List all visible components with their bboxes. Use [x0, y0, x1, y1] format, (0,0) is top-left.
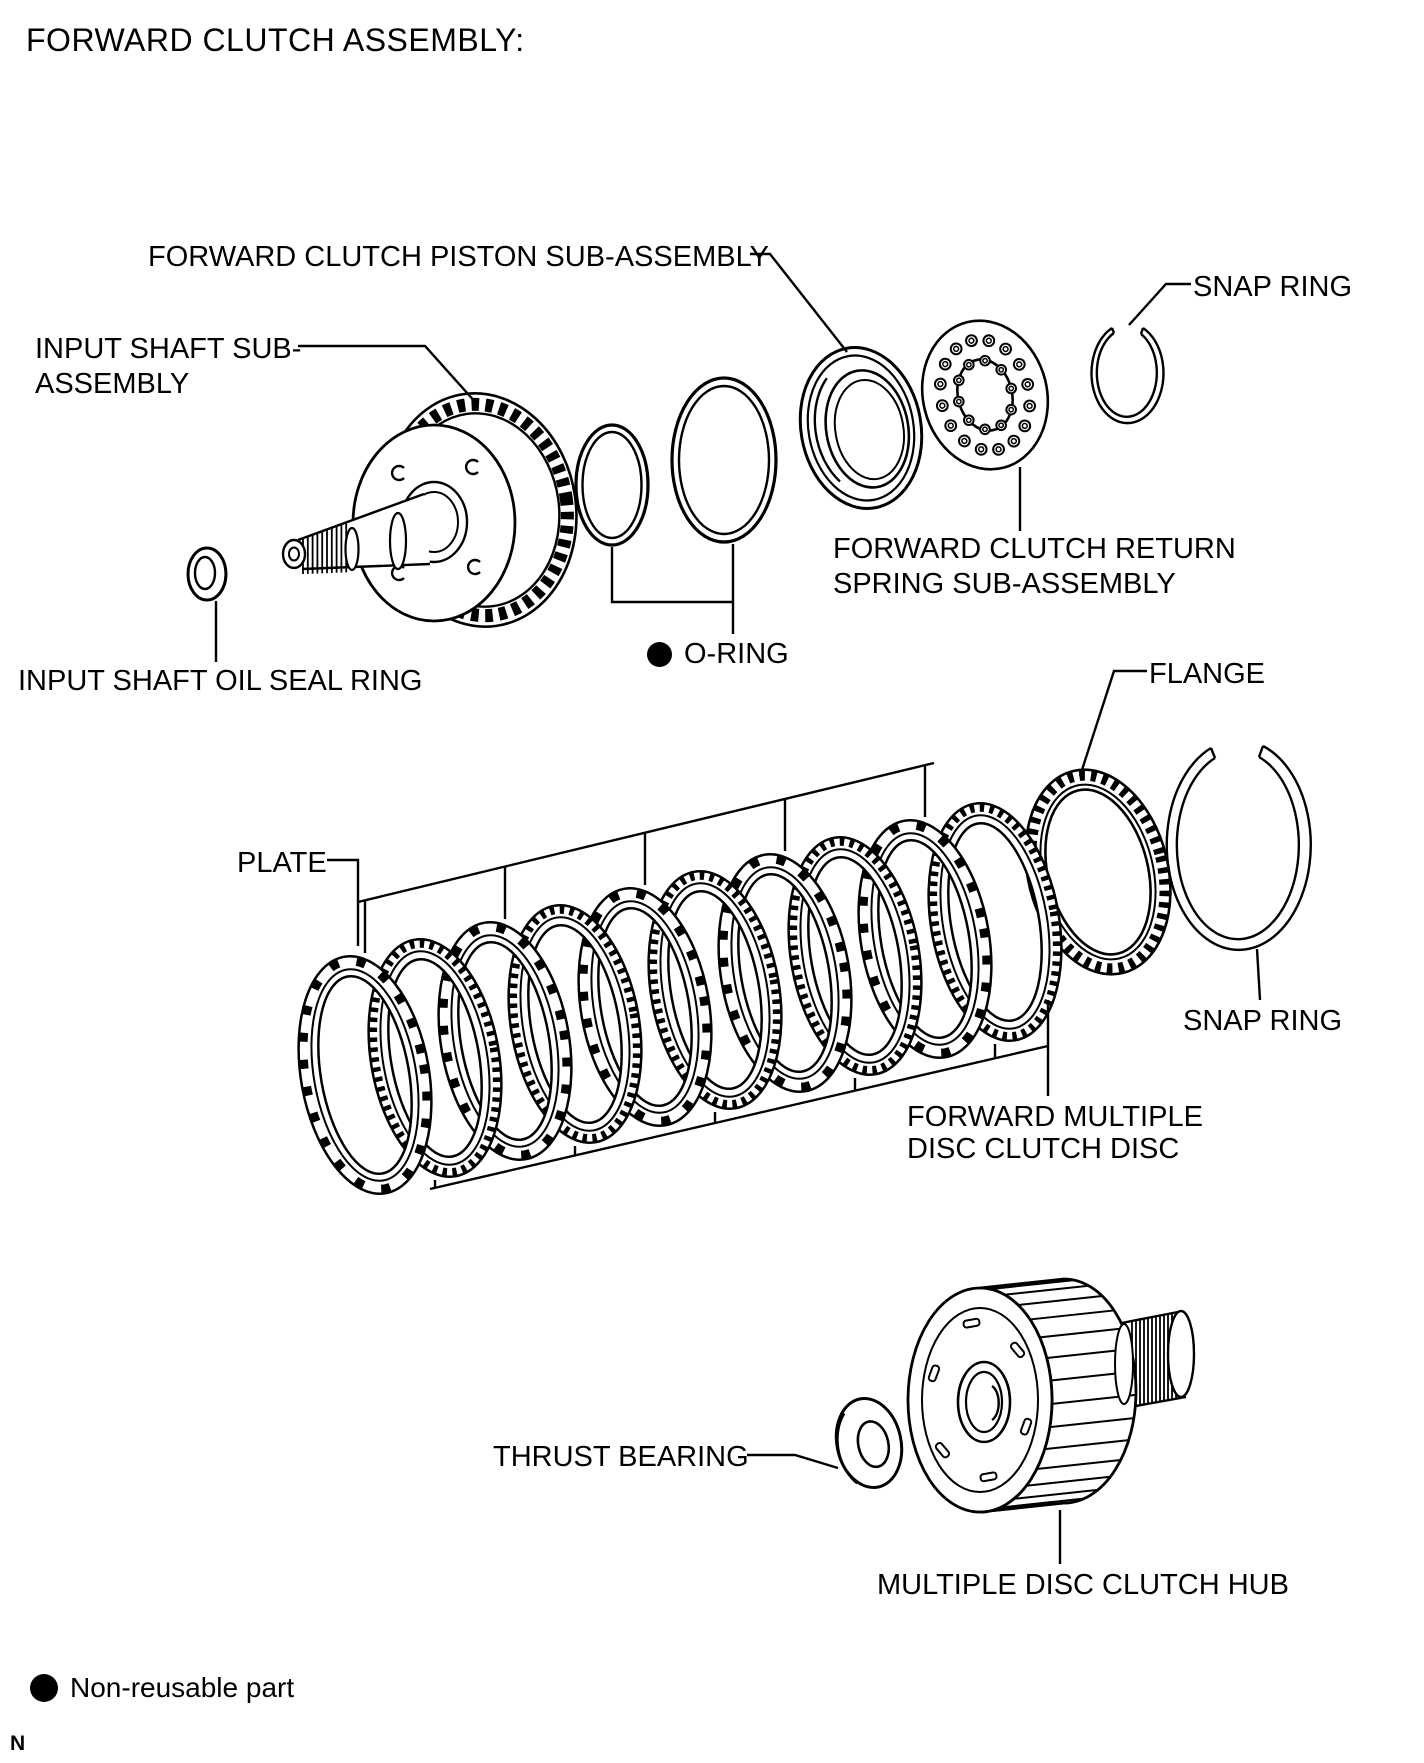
o-ring-small-part [574, 423, 650, 547]
non-reusable-dot-icon [647, 642, 672, 667]
input-shaft-oil-seal-ring-part [186, 546, 228, 662]
label-hub: MULTIPLE DISC CLUTCH HUB [877, 1569, 1289, 1601]
label-snap-ring-top: SNAP RING [1193, 271, 1353, 303]
snap-ring-large-part [1165, 744, 1312, 1001]
thrust-bearing-leader [747, 1453, 839, 1470]
label-oil-seal: INPUT SHAFT OIL SEAL RING [18, 665, 423, 697]
label-snap-ring-low: SNAP RING [1183, 1005, 1343, 1037]
clutch-disc-part [647, 870, 783, 1110]
clutch-plate-disc-stack [297, 802, 1063, 1195]
o-ring-large-part [670, 376, 778, 544]
clutch-plate-part [717, 853, 853, 1093]
label-thrust-bearing: THRUST BEARING [493, 1441, 749, 1473]
piston-leader [750, 252, 848, 353]
clutch-plate-part [437, 921, 573, 1161]
clutch-plate-part [857, 819, 993, 1059]
clutch-plate-part [577, 887, 713, 1127]
label-disc-line2: DISC CLUTCH DISC [907, 1133, 1180, 1165]
plate-bracket [327, 761, 935, 953]
snap-ring-top-part [1090, 282, 1191, 425]
forward-clutch-piston-part [798, 346, 924, 510]
page-title: FORWARD CLUTCH ASSEMBLY: [26, 22, 525, 58]
clutch-plate-part [297, 955, 433, 1195]
hub-face-slots [927, 1317, 1033, 1483]
label-plate: PLATE [237, 847, 327, 879]
thrust-bearing-part [834, 1396, 904, 1490]
legend-text: Non-reusable part [70, 1672, 295, 1703]
label-disc-line1: FORWARD MULTIPLE [907, 1101, 1203, 1133]
input-shaft-sub-assembly-part [281, 344, 578, 628]
clutch-disc-part [507, 904, 643, 1144]
o-ring-bracket [610, 544, 735, 634]
return-spring-sub-assembly-part [920, 319, 1050, 471]
clutch-disc-part [927, 802, 1063, 1042]
label-return-spring-line2: SPRING SUB-ASSEMBLY [833, 568, 1176, 600]
label-o-ring: O-RING [684, 638, 789, 670]
label-o-ring-row: O-RING [647, 637, 789, 672]
clutch-disc-part [787, 836, 923, 1076]
disc-bracket [429, 1000, 1050, 1191]
clutch-disc-part [367, 938, 503, 1178]
label-flange: FLANGE [1149, 658, 1266, 690]
label-input-shaft-line2: ASSEMBLY [35, 368, 190, 400]
legend: Non-reusable part [30, 1670, 294, 1705]
non-reusable-dot-icon [30, 1673, 58, 1702]
label-piston: FORWARD CLUTCH PISTON SUB-ASSEMBLY [148, 241, 769, 273]
label-return-spring-line1: FORWARD CLUTCH RETURN [833, 533, 1236, 565]
label-input-shaft-line1: INPUT SHAFT SUB- [35, 333, 302, 365]
footer-marker: N [10, 1732, 26, 1755]
multiple-disc-clutch-hub-part [906, 1277, 1196, 1564]
flange-leader [1078, 669, 1147, 777]
